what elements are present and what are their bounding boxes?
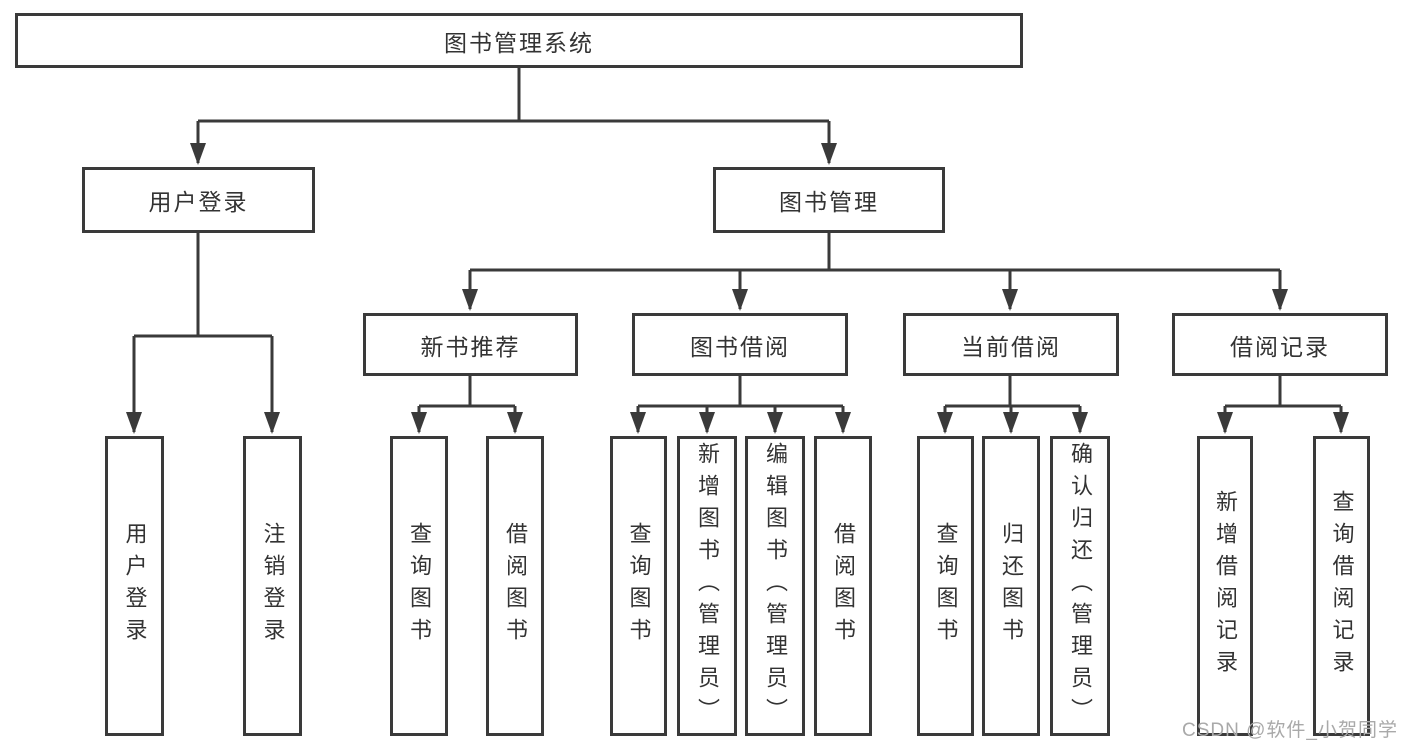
node-new-book-recommend: 新书推荐 (363, 313, 578, 376)
node-current-borrowing: 当前借阅 (903, 313, 1119, 376)
leaf-query-borrow-record: 查询借阅记录 (1313, 436, 1370, 736)
leaf-user-login: 用户登录 (105, 436, 164, 736)
leaf-confirm-return-admin: 确认归还（管理员） (1050, 436, 1110, 736)
node-root: 图书管理系统 (15, 13, 1023, 68)
leaf-borrow-books-borrowing: 借阅图书 (814, 436, 872, 736)
leaf-query-books-current: 查询图书 (917, 436, 974, 736)
node-user-login: 用户登录 (82, 167, 315, 233)
leaf-return-books: 归还图书 (982, 436, 1040, 736)
leaf-query-books-recommend: 查询图书 (390, 436, 448, 736)
node-book-management: 图书管理 (713, 167, 945, 233)
node-book-borrowing: 图书借阅 (632, 313, 848, 376)
leaf-borrow-books-recommend: 借阅图书 (486, 436, 544, 736)
node-borrowing-records: 借阅记录 (1172, 313, 1388, 376)
leaf-query-books-borrowing: 查询图书 (610, 436, 667, 736)
leaf-edit-books-admin: 编辑图书（管理员） (745, 436, 805, 736)
leaf-add-borrow-record: 新增借阅记录 (1197, 436, 1253, 736)
leaf-add-books-admin: 新增图书（管理员） (677, 436, 737, 736)
watermark: CSDN @软件_小贺同学 (1182, 720, 1398, 741)
leaf-logout: 注销登录 (243, 436, 302, 736)
